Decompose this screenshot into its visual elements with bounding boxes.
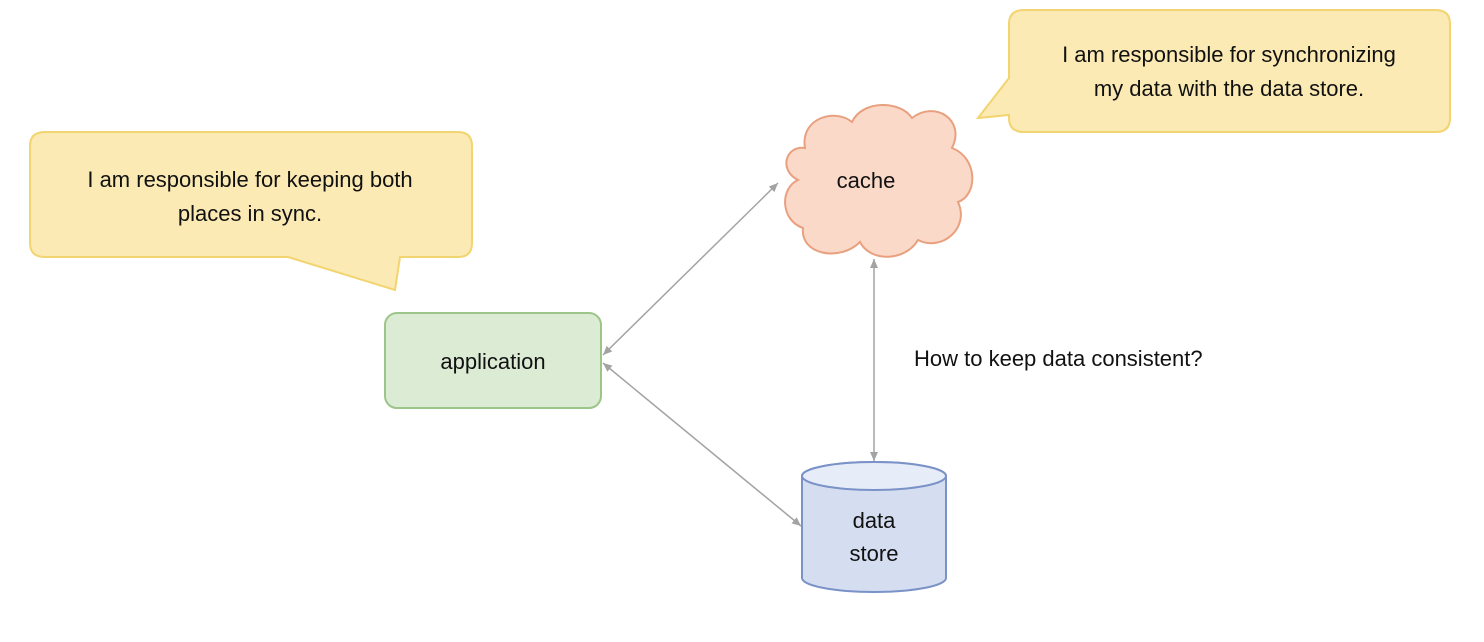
consistency-question: How to keep data consistent? [914, 346, 1203, 371]
callout-right-shape [975, 9, 1451, 133]
cache-cloud-shape [784, 104, 974, 258]
application-node-shape [384, 312, 602, 409]
callout-right-line-2: my data with the data store. [1094, 76, 1364, 101]
cache-node: cache [784, 104, 974, 258]
data-store-cylinder-top [801, 461, 947, 491]
application-node: application [384, 312, 602, 409]
callout-right: I am responsible for synchronizing my da… [975, 9, 1451, 133]
data-store-label-line-2: store [850, 541, 899, 566]
callout-left: I am responsible for keeping both places… [29, 131, 473, 292]
cache-label: cache [837, 168, 896, 193]
data-store-node: data store [801, 461, 947, 593]
connector-application-datastore [602, 362, 802, 527]
callout-left-line-2: places in sync. [178, 201, 322, 226]
callout-left-line-1: I am responsible for keeping both [87, 167, 412, 192]
connector-application-cache [602, 182, 779, 356]
application-label: application [440, 349, 545, 374]
callout-left-shape [29, 131, 473, 292]
callout-right-line-1: I am responsible for synchronizing [1062, 42, 1396, 67]
data-store-label-line-1: data [853, 508, 897, 533]
